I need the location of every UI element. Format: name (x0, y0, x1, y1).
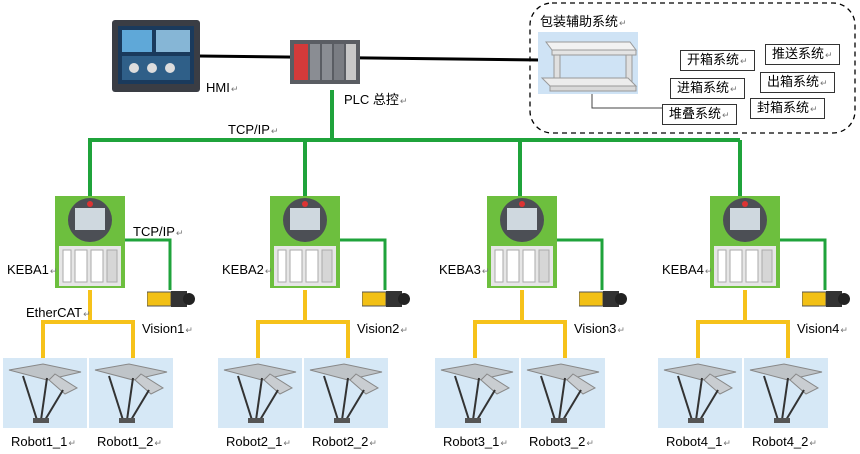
subsystem-box-stack: 堆叠系统↵ (662, 104, 737, 125)
vision-camera-icon (147, 291, 195, 307)
camera-link-3 (557, 238, 604, 290)
subsystem-box-case-in: 进箱系统↵ (670, 78, 745, 99)
vision-label: Vision4↵ (797, 321, 848, 336)
vision-camera-icon (362, 291, 410, 307)
packaging-system-enclosure (529, 2, 856, 134)
camera-tcpip-label: TCP/IP↵ (133, 224, 184, 239)
keba-label: KEBA1↵ (7, 262, 58, 277)
ethercat-bus-right-3 (522, 320, 567, 358)
vision-camera-icon (579, 291, 627, 307)
ethercat-bus-1 (41, 290, 92, 358)
vision-label: Vision1↵ (142, 321, 193, 336)
robot-label: Robot4_1↵ (666, 434, 731, 449)
hmi-plc-link (197, 54, 541, 62)
keba-label: KEBA4↵ (662, 262, 713, 277)
camera-link-1 (125, 238, 172, 290)
ethercat-bus-right-4 (745, 320, 790, 358)
subsystem-box-seal: 封箱系统↵ (750, 98, 825, 119)
delta-robot-icon (744, 358, 828, 428)
camera-link-4 (780, 238, 827, 290)
robot-label: Robot4_2↵ (752, 434, 817, 449)
ethercat-bus-2 (256, 290, 307, 358)
delta-robot-icon (658, 358, 742, 428)
delta-robot-icon (304, 358, 388, 428)
robot-label: Robot1_1↵ (11, 434, 76, 449)
delta-robot-icon (435, 358, 519, 428)
plc-to-keba-bus (88, 90, 334, 200)
keba-label: KEBA2↵ (222, 262, 273, 277)
robot-label: Robot1_2↵ (97, 434, 162, 449)
camera-link-2 (340, 238, 387, 290)
plc-label: PLC 总控↵ (344, 92, 408, 107)
packaging-system-title: 包装辅助系统↵ (540, 14, 627, 29)
hmi-panel-icon (112, 20, 200, 92)
vision-label: Vision3↵ (574, 321, 625, 336)
delta-robot-icon (521, 358, 605, 428)
ethercat-label: EtherCAT↵ (26, 305, 91, 320)
robot-label: Robot2_2↵ (312, 434, 377, 449)
robot-label: Robot3_1↵ (443, 434, 508, 449)
hmi-label: HMI↵ (206, 80, 239, 95)
ethercat-bus-right-1 (90, 320, 135, 358)
ethercat-bus-4 (696, 290, 747, 358)
keba-label: KEBA3↵ (439, 262, 490, 277)
packaging-connector (591, 92, 665, 109)
keba-controller-icon (487, 196, 557, 288)
delta-robot-icon (3, 358, 87, 428)
ethercat-bus-3 (473, 290, 524, 358)
subsystem-box-open-case: 开箱系统↵ (680, 50, 755, 71)
delta-robot-icon (218, 358, 302, 428)
delta-robot-icon (89, 358, 173, 428)
keba-controller-icon (55, 196, 125, 288)
keba-controller-icon (270, 196, 340, 288)
subsystem-box-push: 推送系统↵ (765, 44, 840, 65)
vision-camera-icon (802, 291, 850, 307)
ethercat-bus-right-2 (305, 320, 350, 358)
packaging-machine-icon (538, 32, 638, 94)
keba-controller-icon (710, 196, 780, 288)
subsystem-box-case-out: 出箱系统↵ (760, 72, 835, 93)
plc-rack-icon (290, 40, 360, 84)
vision-label: Vision2↵ (357, 321, 408, 336)
top-tcpip-label: TCP/IP↵ (228, 122, 279, 137)
robot-label: Robot2_1↵ (226, 434, 291, 449)
robot-label: Robot3_2↵ (529, 434, 594, 449)
